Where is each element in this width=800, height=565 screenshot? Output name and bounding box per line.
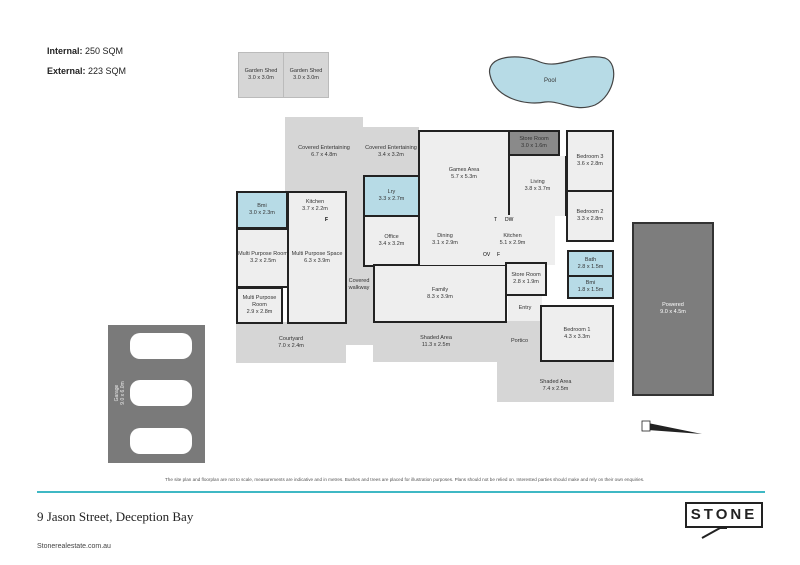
covered-walkway: Covered walkway [348, 278, 370, 291]
car-icon [130, 428, 192, 454]
fridge-label-left: F [325, 217, 329, 223]
oven-label: OV [483, 252, 491, 258]
toilet-fixture: T [494, 217, 498, 223]
portico: Portico [497, 321, 542, 361]
car-icon [130, 333, 192, 359]
accent-divider [37, 491, 765, 493]
north-arrow-icon [641, 420, 702, 434]
external-area: External: 223 SQM [47, 66, 127, 76]
logo-speech-tail [701, 527, 727, 539]
pool-label: Pool [544, 78, 556, 84]
website-link[interactable]: Stonerealestate.com.au [37, 543, 111, 550]
address: 9 Jason Street, Deception Bay [37, 509, 194, 524]
stone-logo: STONE [685, 502, 763, 528]
dishwasher-label: DW [505, 217, 514, 223]
pool: Pool [489, 56, 615, 109]
car-icon [130, 380, 192, 406]
internal-area: Internal: 250 SQM [47, 46, 124, 56]
disclaimer: The site plan and floorplan are not to s… [165, 477, 645, 482]
entry: Entry [508, 296, 542, 321]
fridge-label: F [497, 252, 501, 258]
